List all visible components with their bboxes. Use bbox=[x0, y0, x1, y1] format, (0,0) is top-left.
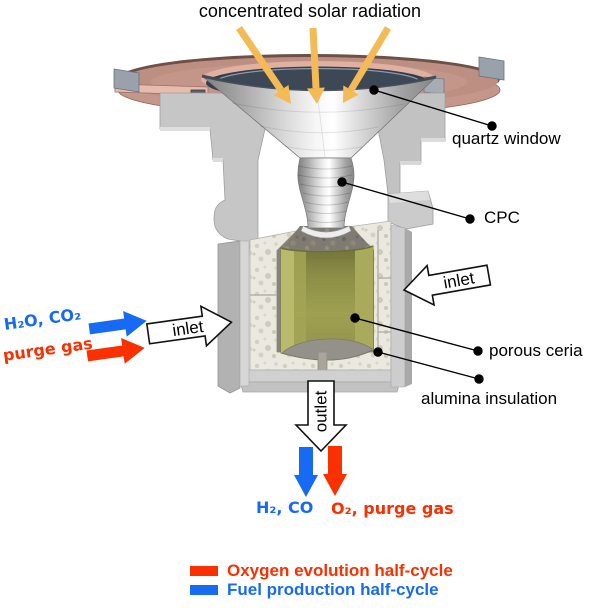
legend: Oxygen evolution half-cycle Fuel product… bbox=[190, 561, 453, 599]
reactor-housing bbox=[159, 92, 446, 255]
label-fuel-outflow: H₂, CO bbox=[256, 498, 314, 517]
callout-alumina-insulation bbox=[373, 347, 484, 384]
box-side-face-left bbox=[217, 240, 241, 394]
label-outlet: outlet bbox=[311, 390, 331, 433]
solar-ray-center-icon bbox=[307, 27, 325, 104]
flange-clamp-left bbox=[113, 68, 140, 93]
ceria-wall-right bbox=[355, 246, 373, 356]
oxygen-outflow-arrow bbox=[323, 446, 347, 496]
legend-row-fuel: Fuel production half-cycle bbox=[190, 580, 453, 599]
label-oxygen-outflow: O₂, purge gas bbox=[331, 499, 454, 518]
housing-ledge-right bbox=[421, 138, 445, 142]
ceria-wall-left bbox=[281, 248, 294, 355]
housing-step-right bbox=[400, 161, 421, 165]
box-frame-right bbox=[390, 224, 406, 388]
legend-label-fuel: Fuel production half-cycle bbox=[227, 579, 439, 599]
purge-inflow-arrow bbox=[86, 338, 145, 364]
label-cpc: CPC bbox=[484, 208, 520, 227]
label-porous-ceria: porous ceria bbox=[489, 341, 583, 360]
ceria-cavity-floor bbox=[281, 338, 373, 361]
legend-swatch-oxygen bbox=[190, 565, 218, 576]
housing-ledge-left bbox=[160, 127, 210, 131]
fuel-inflow-arrow bbox=[88, 311, 147, 337]
outlet-arrow bbox=[294, 380, 348, 453]
fuel-outflow-arrow bbox=[294, 447, 318, 497]
legend-swatch-fuel bbox=[190, 584, 218, 595]
cpc-funnel bbox=[297, 157, 355, 239]
ceria-cylinder bbox=[280, 245, 374, 361]
label-quartz-window: quartz window bbox=[452, 129, 561, 148]
box-frame-left bbox=[239, 240, 250, 387]
legend-row-oxygen: Oxygen evolution half-cycle bbox=[190, 561, 453, 580]
flange-clamp-right bbox=[478, 56, 505, 81]
housing-left bbox=[159, 92, 266, 255]
callout-cpc bbox=[337, 177, 475, 224]
figure-title: concentrated solar radiation bbox=[198, 1, 422, 21]
callout-porous-ceria bbox=[350, 313, 483, 356]
solar-ray-right-icon bbox=[343, 26, 392, 103]
box-side-face-right bbox=[405, 228, 412, 387]
inlet-arrow-right bbox=[402, 263, 492, 307]
inlet-arrow-left bbox=[145, 304, 233, 348]
label-alumina-insulation: alumina insulation bbox=[421, 389, 558, 408]
insulation-box bbox=[217, 220, 412, 394]
housing-step-left bbox=[213, 158, 223, 162]
cpc-ribs bbox=[297, 165, 353, 223]
callout-quartz-window bbox=[369, 85, 497, 131]
legend-label-oxygen: Oxygen evolution half-cycle bbox=[227, 560, 453, 580]
cpc-exit-rim bbox=[300, 225, 352, 239]
solar-ray-left-icon bbox=[236, 26, 291, 104]
solar-ray-arrows bbox=[236, 26, 392, 104]
